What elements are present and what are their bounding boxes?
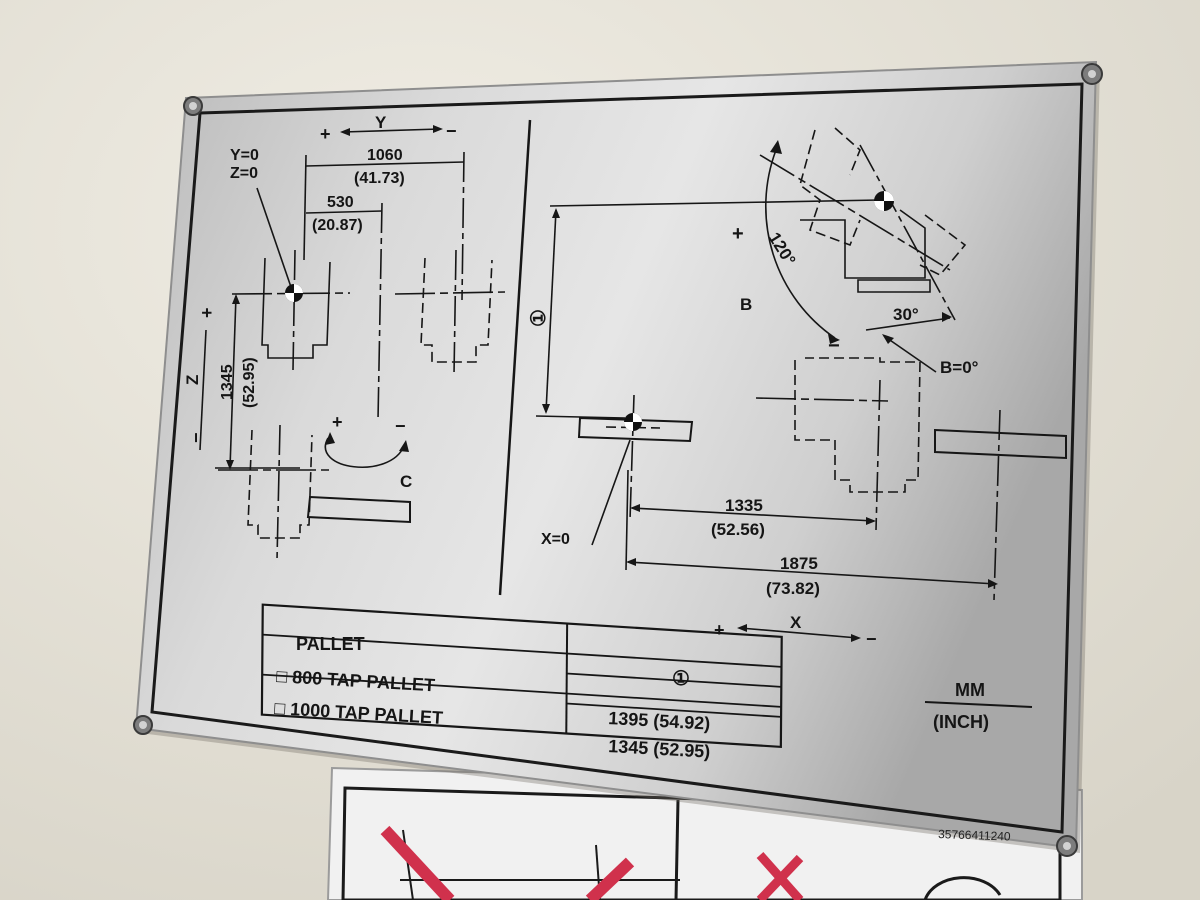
c-plus-sign: +	[332, 412, 343, 432]
dim-1345-mm: 1345	[219, 364, 236, 400]
dim-1335-inch: (52.56)	[711, 520, 765, 539]
units-mm: MM	[955, 680, 985, 700]
b-minus-sign: −	[828, 335, 840, 357]
b-plus-sign: +	[732, 223, 744, 245]
y-axis-label: Y	[375, 113, 387, 132]
x-zero-label: X=0	[541, 531, 570, 548]
rivet-top-left	[183, 96, 203, 116]
x-minus-sign: −	[866, 629, 877, 649]
table-header-ref: ①	[672, 668, 690, 690]
dim-1060-inch: (41.73)	[354, 170, 405, 187]
dim-530-inch: (20.87)	[312, 217, 363, 234]
b-zero-label: B=0°	[940, 358, 979, 377]
dim-530-mm: 530	[327, 194, 354, 211]
c-axis-label: C	[400, 472, 412, 491]
y-zero-label: Y=0	[230, 147, 259, 164]
rivet-bottom-right	[1056, 835, 1078, 857]
y-minus-sign: −	[446, 121, 457, 141]
dim-1875-inch: (73.82)	[766, 579, 820, 598]
dimension-plate	[134, 60, 1100, 853]
rivet-top-right	[1081, 63, 1103, 85]
x-plus-sign: +	[714, 620, 725, 640]
circled-ref-dimension: ①	[528, 309, 550, 327]
left-diagram	[199, 119, 532, 596]
units-legend: MM (INCH)	[924, 680, 1033, 732]
angle-30-label: 30°	[893, 305, 919, 324]
dim-1345-inch: (52.95)	[241, 357, 258, 408]
dim-1875-mm: 1875	[780, 554, 818, 573]
z-minus-sign: −	[186, 432, 206, 443]
z-plus-sign: +	[197, 307, 217, 318]
units-inch: (INCH)	[933, 712, 989, 732]
y-plus-sign: +	[320, 124, 331, 144]
right-diagram	[535, 127, 1067, 642]
origin-marker-b	[874, 191, 894, 211]
origin-marker-x	[624, 413, 642, 431]
dim-1335-mm: 1335	[725, 496, 763, 515]
x-axis-label: X	[790, 613, 802, 632]
c-minus-sign: −	[395, 416, 406, 436]
pallet-table: PALLET ① □ 800 TAP PALLET □ 1000 TAP PAL…	[260, 603, 783, 762]
rivet-bottom-left	[133, 715, 153, 735]
serial-number: 35766411240	[938, 827, 1011, 844]
table-header-pallet: PALLET	[296, 634, 365, 654]
dim-1060-mm: 1060	[367, 147, 403, 164]
z-zero-label: Z=0	[230, 165, 258, 182]
z-axis-label: Z	[183, 375, 202, 385]
origin-marker-yz	[285, 284, 303, 302]
b-axis-label: B	[740, 295, 752, 314]
